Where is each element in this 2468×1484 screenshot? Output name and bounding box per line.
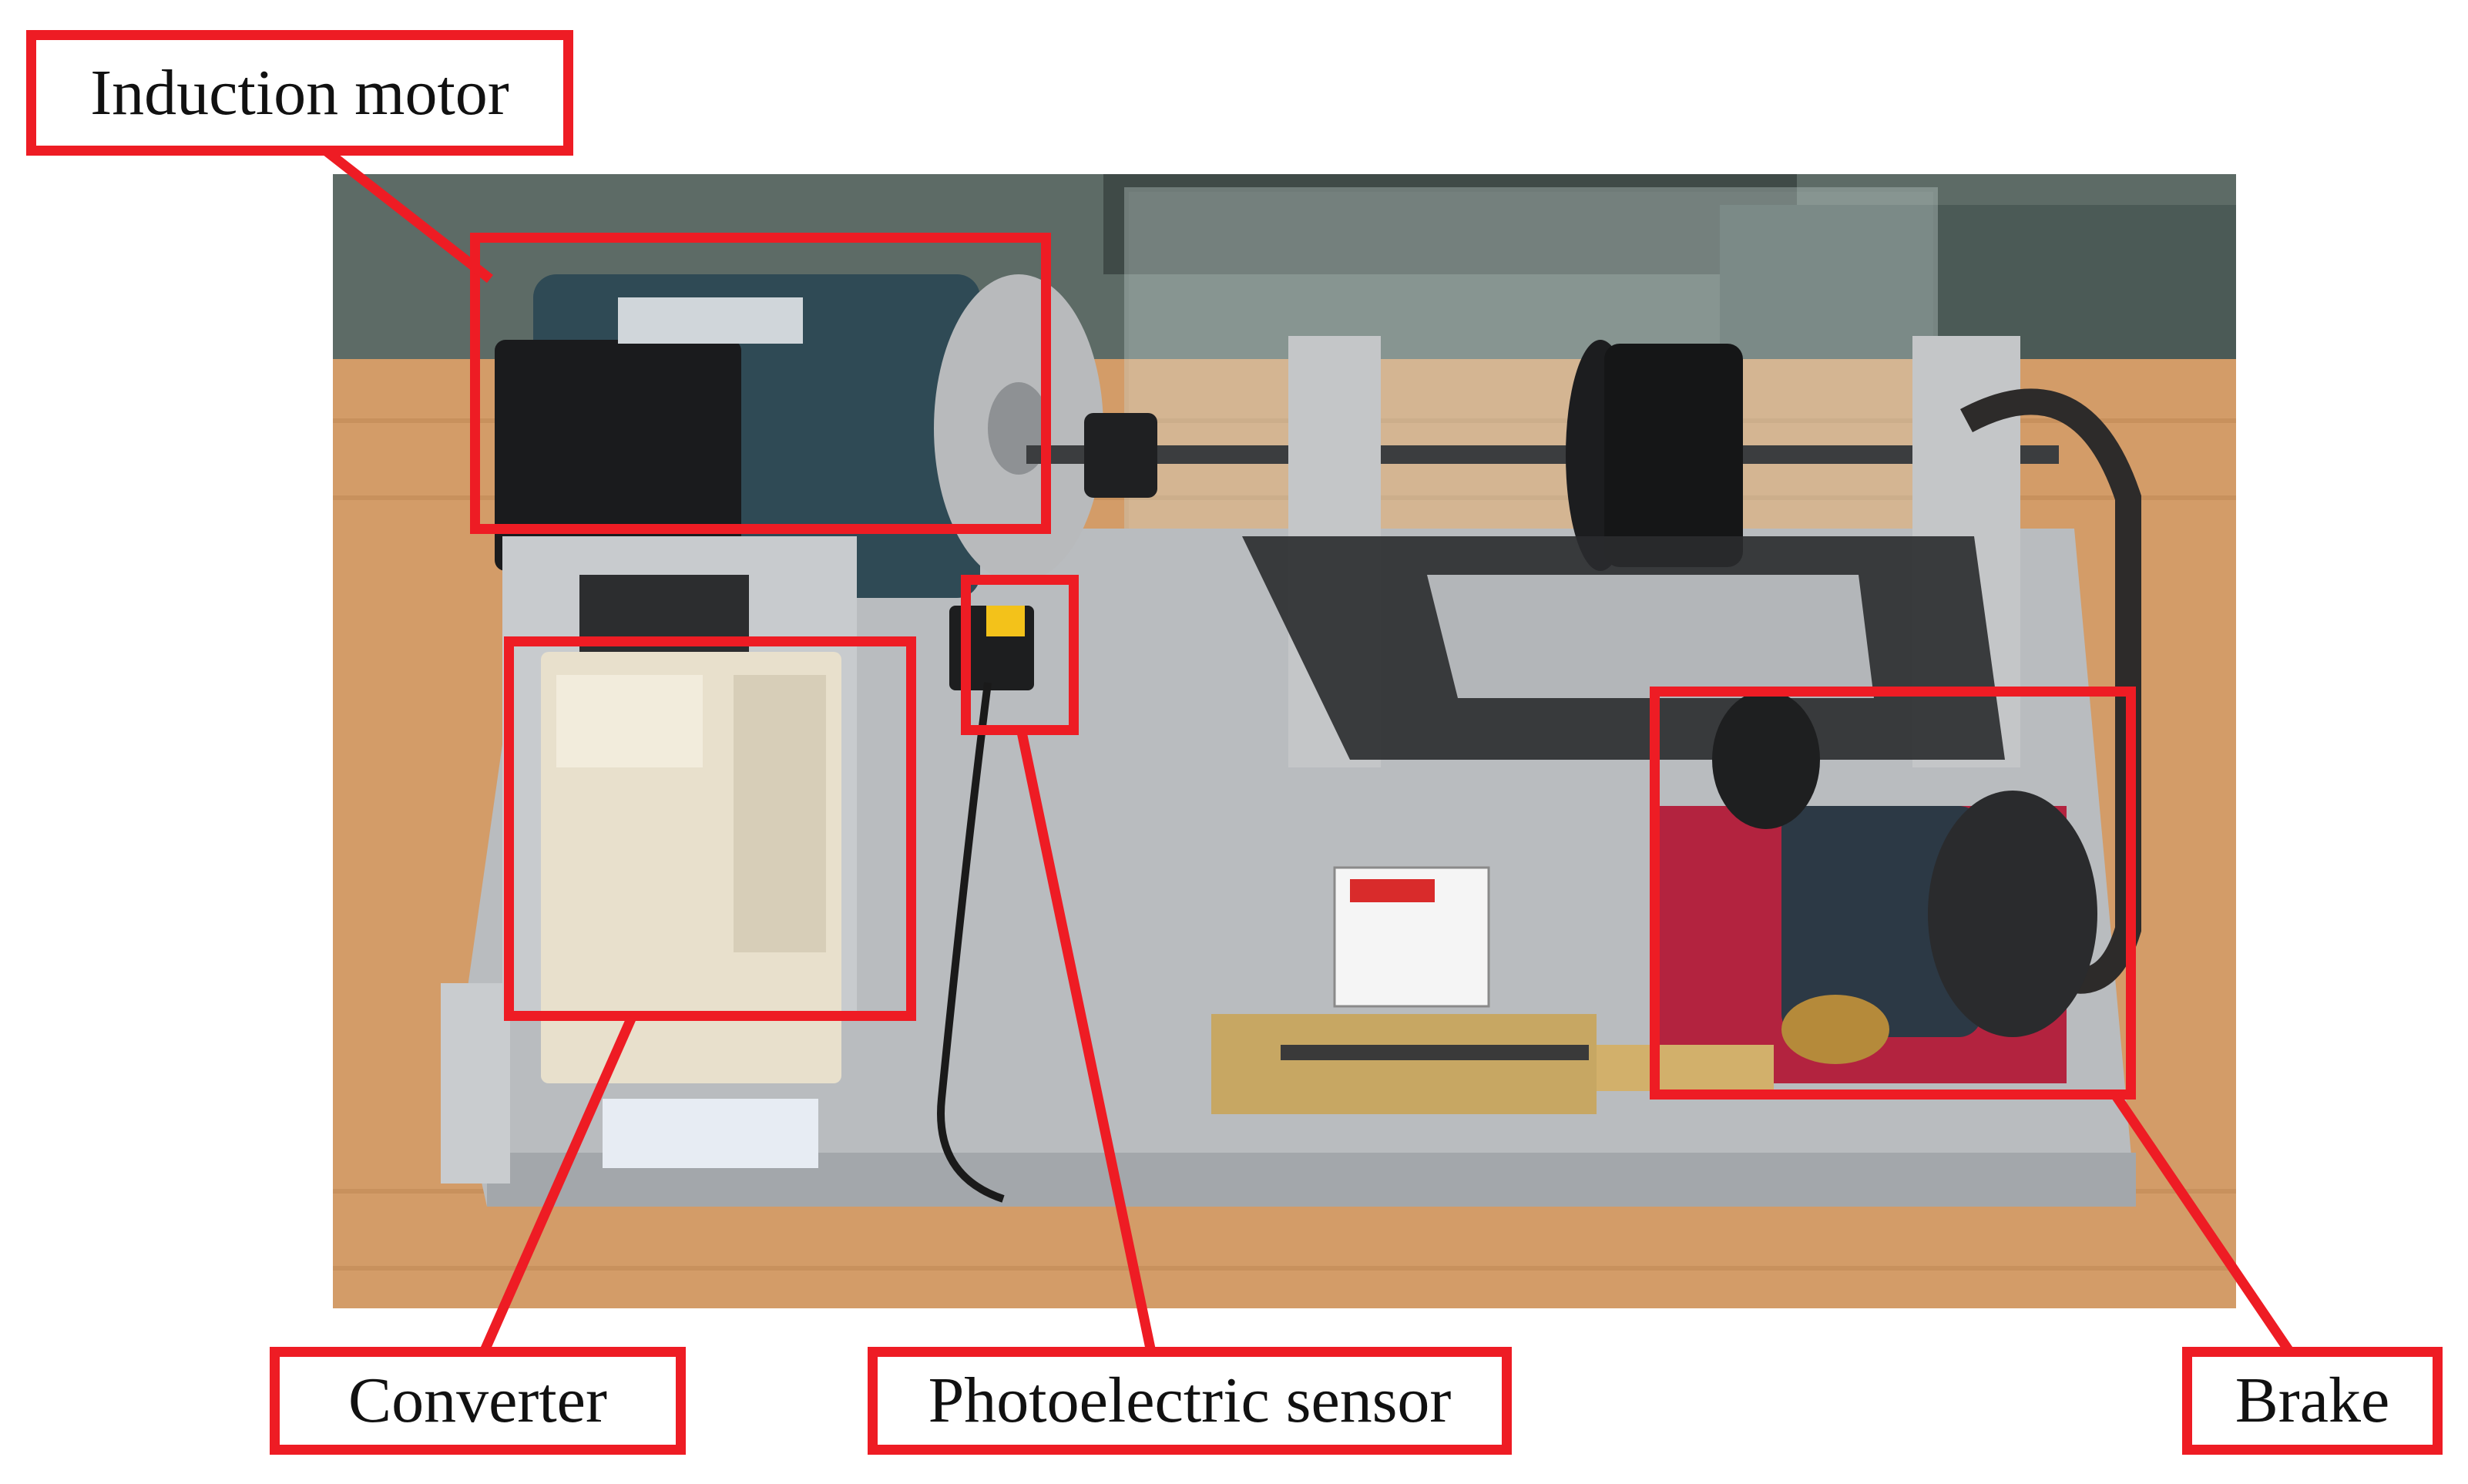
photo-machinery-fault-simulator — [333, 174, 2236, 1308]
converter-leader-line — [479, 1015, 636, 1355]
label-photoelectric-sensor: Photoelectric sensor — [868, 1347, 1512, 1455]
motor-nameplate — [618, 297, 803, 344]
converter-highlight — [504, 636, 916, 1021]
clear-guard — [1124, 187, 1938, 562]
induction-motor-highlight — [470, 233, 1051, 534]
lead-screw-base — [1211, 1014, 1597, 1114]
spectraquest-plate — [603, 1099, 818, 1168]
label-photoelectric-sensor-text: Photoelectric sensor — [928, 1365, 1452, 1436]
photoelectric-sensor-leader-line — [1016, 730, 1157, 1354]
brake-highlight — [1650, 687, 2136, 1100]
lead-screw-arm — [1597, 1045, 1774, 1091]
label-converter: Converter — [270, 1347, 686, 1455]
rotor-shaft — [1026, 445, 2059, 464]
rotor-disk-2 — [1604, 344, 1743, 567]
brake-hub — [1781, 995, 1889, 1064]
lab-equipment — [1720, 205, 2236, 359]
brake-coupling — [1712, 690, 1820, 829]
brake-leader-line — [2111, 1093, 2295, 1355]
photoelectric-sensor-highlight — [961, 575, 1079, 735]
sensor-lens-cap — [986, 606, 1025, 636]
label-converter-text: Converter — [348, 1365, 607, 1436]
lab-cabinet — [1103, 174, 1797, 274]
converter-vents — [734, 675, 826, 952]
lead-screw — [1281, 1045, 1589, 1060]
sensor-cable — [937, 682, 1005, 1203]
motor-terminal-box — [495, 340, 741, 571]
converter-label-plate — [556, 675, 703, 767]
brake-gearbox — [1781, 806, 1982, 1037]
shaft-coupling — [1084, 413, 1157, 498]
label-brake: Brake — [2182, 1347, 2443, 1455]
label-brake-text: Brake — [2235, 1365, 2390, 1436]
photo-illustration — [333, 174, 2236, 1308]
label-induction-motor-text: Induction motor — [90, 56, 509, 129]
brake-pulley — [1928, 791, 2097, 1037]
rotor-frame-window — [1427, 575, 1874, 698]
label-induction-motor: Induction motor — [26, 30, 573, 156]
warning-sign-header — [1350, 879, 1435, 902]
side-rail — [441, 983, 510, 1184]
induction-motor-leader-line — [322, 146, 493, 284]
